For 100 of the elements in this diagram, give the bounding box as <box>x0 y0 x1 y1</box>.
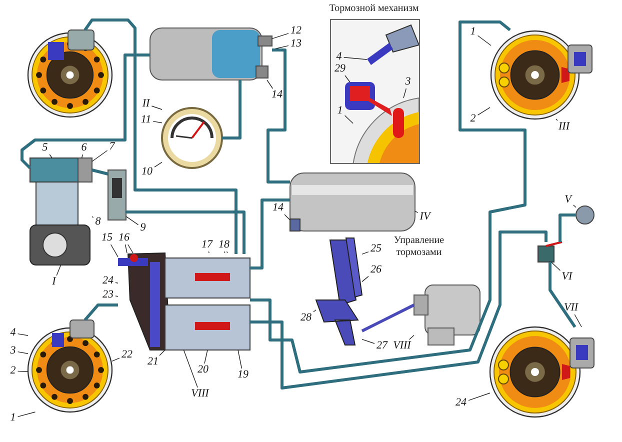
callout-number: VI <box>560 272 574 282</box>
leader-line <box>408 334 414 340</box>
callout-number: 1 <box>469 26 477 38</box>
leader-line <box>414 210 418 214</box>
front-brake-drawing <box>27 30 113 118</box>
leader-line <box>17 412 36 418</box>
leader-line <box>112 358 120 362</box>
air-pipe <box>266 48 290 184</box>
callout-number: 2 <box>469 114 477 124</box>
air-pipe <box>250 198 290 270</box>
callout-number: 3 <box>404 76 412 88</box>
section-caption: Управление тормозами <box>392 235 446 259</box>
leader-line <box>573 204 576 208</box>
leader-line <box>362 338 375 344</box>
control-valve-drawing <box>414 284 480 346</box>
callout-number: 5 <box>41 142 49 154</box>
leader-line <box>284 214 290 220</box>
leader-line <box>362 276 369 282</box>
leader-line <box>17 351 28 354</box>
leader-line <box>272 33 289 40</box>
air-pipe <box>84 18 238 254</box>
leader-line <box>550 262 561 271</box>
compressor-drawing <box>30 158 92 266</box>
callout-number: 17 <box>200 240 214 250</box>
air-pipe <box>250 230 548 390</box>
release-valve-drawing <box>538 241 562 262</box>
leader-line <box>92 216 94 218</box>
front-brake-drawing <box>27 320 113 413</box>
pressure-regulator-drawing <box>108 170 126 220</box>
brake-pedal-drawing <box>315 238 363 346</box>
callout-number: 12 <box>290 26 302 36</box>
leader-line <box>81 154 83 158</box>
callout-number: V <box>564 194 572 206</box>
callout-number: IV <box>418 212 432 222</box>
callout-number: 20 <box>196 364 210 376</box>
callout-number: 15 <box>100 232 114 244</box>
callout-number: 1 <box>9 412 17 424</box>
slack-adjuster-drawing <box>345 82 392 116</box>
leader-line <box>183 350 198 388</box>
air-pipe <box>222 80 242 140</box>
pedal-rod <box>361 304 415 332</box>
callout-number: 24 <box>454 398 468 408</box>
leader-line <box>154 162 162 168</box>
callout-number: 27 <box>376 340 388 352</box>
leader-line <box>477 35 492 46</box>
leader-line <box>403 88 407 98</box>
leader-line <box>477 107 490 116</box>
callout-number: 19 <box>236 370 250 380</box>
leader-line <box>128 244 134 254</box>
callout-number: 2 <box>9 366 17 376</box>
leader-line <box>17 370 28 372</box>
callout-number: 22 <box>120 350 134 360</box>
condensate-tank-drawing <box>150 28 272 80</box>
leader-line <box>362 251 369 255</box>
callout-number: VIII <box>190 388 210 400</box>
leader-line <box>17 333 28 336</box>
leader-line <box>574 314 582 328</box>
leader-line <box>313 310 316 312</box>
leader-line <box>344 115 354 124</box>
brake-valve-drawing <box>118 252 250 350</box>
leader-line <box>343 57 368 60</box>
callout-number: 8 <box>94 216 102 228</box>
leader-line <box>468 392 490 401</box>
callout-number: 10 <box>140 166 154 178</box>
pressure-gauge-drawing <box>161 107 223 169</box>
callout-number: 26 <box>370 264 382 276</box>
leader-line <box>56 264 62 276</box>
callout-number: 7 <box>108 142 116 152</box>
air-pipe <box>92 168 108 176</box>
callout-number: I <box>51 276 57 288</box>
leader-line <box>152 120 162 124</box>
callout-number: 14 <box>272 202 284 214</box>
air-pipe <box>126 210 246 254</box>
callout-number: 6 <box>80 142 88 154</box>
leader-line <box>92 150 108 162</box>
callout-number: 14 <box>270 90 284 100</box>
leader-line <box>344 75 350 82</box>
callout-number: 3 <box>9 346 17 356</box>
leader-line <box>266 80 274 89</box>
callout-number: 25 <box>370 244 382 254</box>
leader-line <box>115 296 118 297</box>
callout-number: 16 <box>118 232 130 244</box>
callout-number: 23 <box>102 290 114 300</box>
leader-line <box>204 350 208 364</box>
leader-line <box>110 244 118 258</box>
air-pipe <box>548 262 576 328</box>
leader-line <box>126 216 139 226</box>
leader-line <box>151 106 162 110</box>
inset-title: Тормозной механизм <box>328 2 420 16</box>
callout-number: 4 <box>9 328 17 338</box>
leader-line <box>238 350 242 369</box>
callout-number: II <box>141 98 151 110</box>
callout-number: VIII <box>392 340 412 352</box>
callout-number: 4 <box>335 52 343 62</box>
callout-number: 29 <box>334 64 346 74</box>
air-tank-drawing <box>290 172 416 232</box>
callout-number: 28 <box>300 312 312 324</box>
callout-number: 24 <box>102 276 114 286</box>
leader-line <box>115 282 118 284</box>
air-pipe <box>20 54 150 170</box>
